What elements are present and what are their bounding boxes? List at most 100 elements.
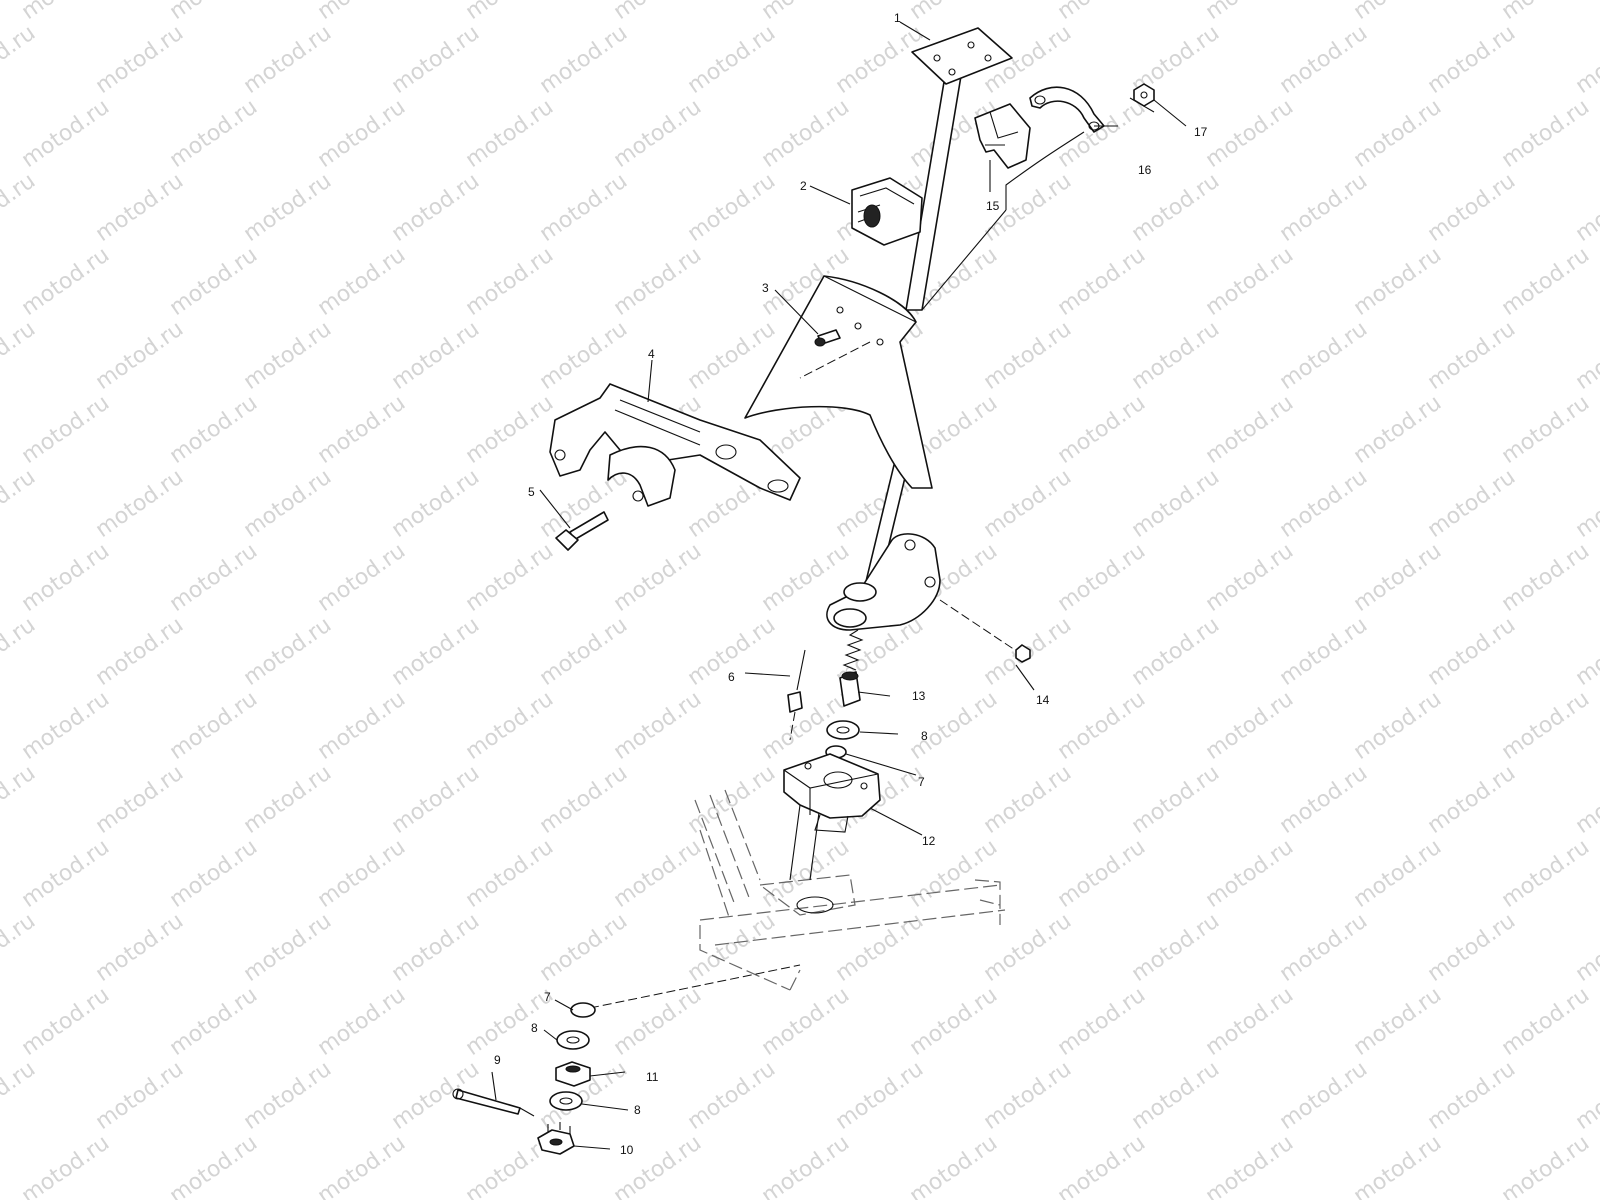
watermark-text: motod.ru [313,95,410,173]
watermark-text: motod.ru [1349,983,1446,1061]
watermark-text: motod.ru [1497,1131,1594,1200]
watermark-text: motod.ru [1275,761,1372,839]
watermark-text: motod.ru [609,1131,706,1200]
watermark-text: motod.ru [979,1057,1076,1135]
watermark-text: motod.ru [683,909,780,987]
part-14-nut [939,599,1031,663]
watermark-text: motod.ru [609,687,706,765]
watermark-text: motod.ru [91,169,188,247]
watermark-text: motod.ru [165,391,262,469]
watermark-text: motod.ru [461,243,558,321]
watermark-text: motod.ru [1349,0,1446,25]
part-5-bolt [555,511,609,551]
watermark-text: motod.ru [1423,317,1520,395]
watermark-text: motod.ru [461,687,558,765]
watermark-text: motod.ru [1497,539,1594,617]
watermark-text: motod.ru [831,909,928,987]
watermark-text: motod.ru [1053,539,1150,617]
watermark-text: motod.ru [757,0,854,25]
watermark-text: motod.ru [1497,687,1594,765]
watermark-text: motod.ru [1275,909,1372,987]
leader-lines [491,21,1187,1150]
watermark-text: motod.ru [1201,95,1298,173]
watermark-text: motod.ru [831,1057,928,1135]
watermark-text: motod.ru [1497,0,1594,25]
watermark-text: motod.ru [1201,243,1298,321]
chassis-frame [694,789,1006,991]
watermark-text: motod.ru [1275,317,1372,395]
label-part-16: 16 [1138,163,1152,177]
part-3-screw [814,329,841,347]
watermark-text: motod.ru [979,317,1076,395]
watermark-text: motod.ru [535,761,632,839]
watermark-text: motod.ru [0,613,40,691]
watermark-text: motod.ru [535,909,632,987]
watermark-text: motod.ru [757,835,854,913]
watermark-text: motod.ru [535,21,632,99]
watermark-text: motod.ru [239,317,336,395]
label-part-15: 15 [986,199,1000,213]
watermark-text: motod.ru [905,835,1002,913]
watermark-text: motod.ru [683,761,780,839]
watermark-text: motod.ru [1497,391,1594,469]
watermark-text: motod.ru [831,21,928,99]
watermark-text: motod.ru [17,1131,114,1200]
watermark-text: motod.ru [313,243,410,321]
part-6-pin [787,649,806,741]
watermark-text: motod.ru [91,317,188,395]
watermark-text: motod.ru [461,539,558,617]
part-4-bracket [549,383,801,507]
label-part-7-top: 7 [918,775,925,789]
watermark-text: motod.ru [0,909,40,987]
watermark-text: motod.ru [165,835,262,913]
watermark-text: motod.ru [1053,391,1150,469]
watermark-text: motod.ru [1053,983,1150,1061]
watermark-text: motod.ru [1053,1131,1150,1200]
watermark-text: motod.ru [609,835,706,913]
watermark-text: motod.ru [0,317,40,395]
watermark-text: motod.ru [979,465,1076,543]
label-part-8-bottom: 8 [634,1103,641,1117]
watermark-text: motod.ru [17,243,114,321]
watermark-text: motod.ru [91,465,188,543]
watermark-text: motod.ru [1127,1057,1224,1135]
watermark-text: motod.ru [91,21,188,99]
watermark-text: motod.ru [17,835,114,913]
watermark-text: motod.ru [91,909,188,987]
watermark-text: motod.ru [1127,613,1224,691]
watermark-text: motod.ru [1571,761,1600,839]
watermark-text: motod.ru [757,1131,854,1200]
watermark-text: motod.ru [1497,983,1594,1061]
watermark-text: motod.ru [387,21,484,99]
watermark-text: motod.ru [1275,21,1372,99]
watermark-text: motod.ru [757,95,854,173]
part-8-washer-top [826,720,860,740]
watermark-text: motod.ru [1349,391,1446,469]
watermark-text: motod.ru [1275,465,1372,543]
watermark-text: motod.ru [535,169,632,247]
watermark-text: motod.ru [387,169,484,247]
part-16-clamp [1029,86,1105,133]
watermark-text: motod.ru [165,983,262,1061]
watermark-text: motod.ru [1201,391,1298,469]
watermark-text: motod.ru [1571,317,1600,395]
watermark-text: motod.ru [905,1131,1002,1200]
watermark-text: motod.ru [1497,243,1594,321]
watermark-text: motod.ru [1571,613,1600,691]
watermark-text: motod.ru [757,983,854,1061]
watermark-text: motod.ru [165,687,262,765]
label-part-4: 4 [648,347,655,361]
watermark-text: motod.ru [1201,983,1298,1061]
watermark-text: motod.ru [239,613,336,691]
watermark-text: motod.ru [683,1057,780,1135]
watermark-text: motod.ru [683,21,780,99]
part-1-top-plate [911,27,1013,85]
watermark-text: motod.ru [91,1057,188,1135]
watermark-text: motod.ru [1053,835,1150,913]
watermark-text: motod.ru [165,1131,262,1200]
label-part-1: 1 [894,11,901,25]
watermark-text: motod.ru [1275,1057,1372,1135]
watermark-text: motod.ru [1423,465,1520,543]
watermark-text: motod.ru [1275,169,1372,247]
